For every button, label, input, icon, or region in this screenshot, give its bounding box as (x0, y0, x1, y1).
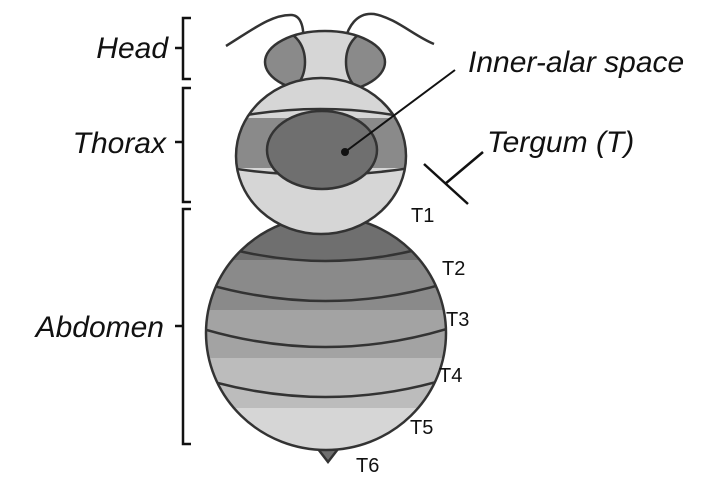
segment-label-t6: T6 (356, 455, 379, 477)
tergum-label: Tergum (T) (487, 126, 634, 159)
tergum-bracket (424, 152, 483, 204)
inner-alar-space-region (267, 111, 377, 189)
segment-label-t2: T2 (442, 258, 465, 280)
abdomen-band-t3 (200, 310, 460, 358)
abdomen-band-t2 (200, 260, 460, 310)
inner-alar-label: Inner-alar space (468, 46, 684, 79)
head-bracket (183, 18, 191, 79)
segment-label-t3: T3 (446, 309, 469, 331)
abdomen-label: Abdomen (34, 311, 164, 344)
segment-label-t4: T4 (439, 365, 462, 387)
head-label: Head (96, 32, 169, 65)
abdomen-bracket (183, 209, 191, 444)
thorax-bracket (183, 88, 191, 202)
segment-label-t5: T5 (410, 417, 433, 439)
abdomen-band-t4 (200, 358, 460, 408)
inner-alar-dot (341, 148, 349, 156)
segment-label-t1: T1 (411, 205, 434, 227)
thorax-label: Thorax (73, 127, 167, 160)
